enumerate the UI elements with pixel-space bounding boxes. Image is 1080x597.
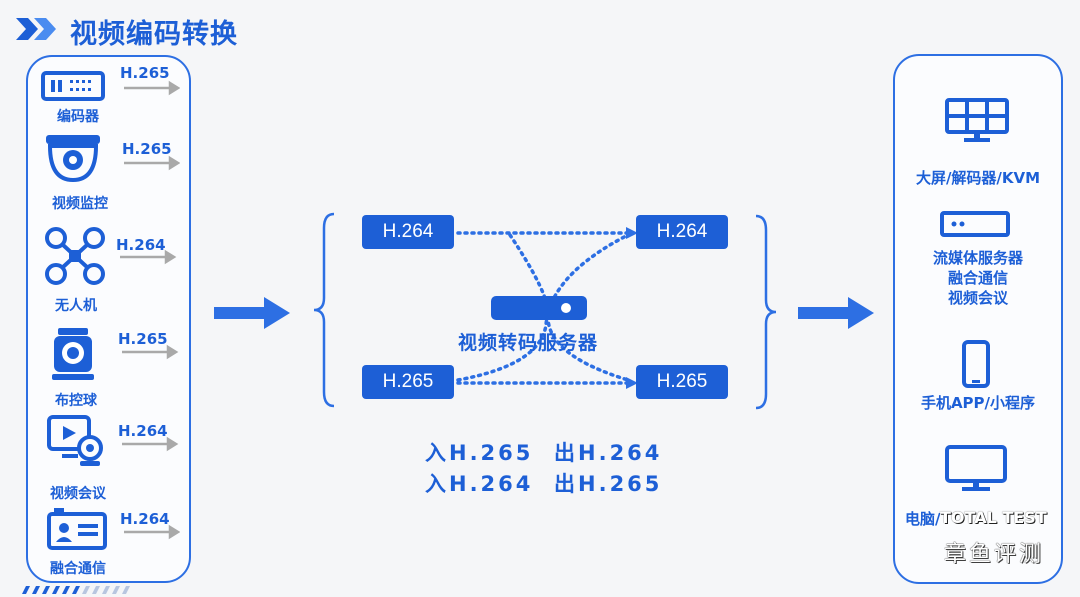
source-label-fusion: 融合通信 bbox=[50, 561, 106, 577]
source-label-drone: 无人机 bbox=[55, 298, 97, 314]
monitor-icon bbox=[945, 445, 1007, 491]
source-codec-encoder: H.265 bbox=[120, 64, 170, 82]
source-codec-fusion: H.264 bbox=[120, 510, 170, 528]
big-arrow-right-icon bbox=[214, 297, 290, 329]
source-codec-drone: H.264 bbox=[116, 236, 166, 254]
server-label: 视频转码服务器 bbox=[458, 332, 599, 354]
output-codec-box-2: H.265 bbox=[636, 365, 728, 399]
watermark-bottom-text: 章鱼评测 bbox=[944, 542, 1045, 567]
output-codec-box-1: H.264 bbox=[636, 215, 728, 249]
video-wall-icon bbox=[945, 98, 1009, 142]
source-label-video-conference: 视频会议 bbox=[50, 486, 106, 502]
left-brace bbox=[313, 212, 335, 408]
transcode-server-icon bbox=[491, 296, 587, 320]
source-label-ptz-camera: 布控球 bbox=[55, 393, 97, 409]
source-codec-dome-camera: H.265 bbox=[122, 140, 172, 158]
source-codec-video-conference: H.264 bbox=[118, 422, 168, 440]
fusion-terminal-icon bbox=[47, 508, 107, 550]
source-arrows bbox=[120, 80, 180, 540]
phone-icon bbox=[962, 340, 990, 388]
video-conference-icon bbox=[47, 415, 103, 466]
source-label-dome-camera: 视频监控 bbox=[52, 196, 108, 212]
decorative-stripes bbox=[22, 586, 130, 594]
big-arrow-right-icon-2 bbox=[798, 297, 874, 329]
right-brace bbox=[755, 214, 777, 410]
drone-icon bbox=[45, 227, 105, 285]
output-label-streaming: 流媒体服务器 融合通信 视频会议 bbox=[932, 249, 1023, 307]
ptz-ball-camera-icon bbox=[52, 328, 94, 380]
encoder-icon bbox=[41, 71, 105, 101]
summary-line-1: 入H.265 出H.264 bbox=[425, 441, 663, 465]
watermark-top-text: TOTAL TEST bbox=[940, 508, 1047, 527]
server-icon bbox=[940, 211, 1010, 237]
summary-line-2: 入H.264 出H.265 bbox=[425, 472, 663, 496]
dome-camera-icon bbox=[46, 135, 100, 183]
input-codec-box-1: H.264 bbox=[362, 215, 454, 249]
outputs-panel bbox=[893, 54, 1063, 584]
output-label-mobile: 手机APP/小程序 bbox=[920, 394, 1036, 412]
output-label-video-wall: 大屏/解码器/KVM bbox=[915, 169, 1041, 187]
double-chevron-icon bbox=[16, 18, 56, 40]
page-title: 视频编码转换 bbox=[70, 19, 238, 50]
output-label-pc: 电脑/ bbox=[905, 510, 941, 528]
input-codec-box-2: H.265 bbox=[362, 365, 454, 399]
source-label-encoder: 编码器 bbox=[57, 109, 99, 125]
source-codec-ptz-camera: H.265 bbox=[118, 330, 168, 348]
